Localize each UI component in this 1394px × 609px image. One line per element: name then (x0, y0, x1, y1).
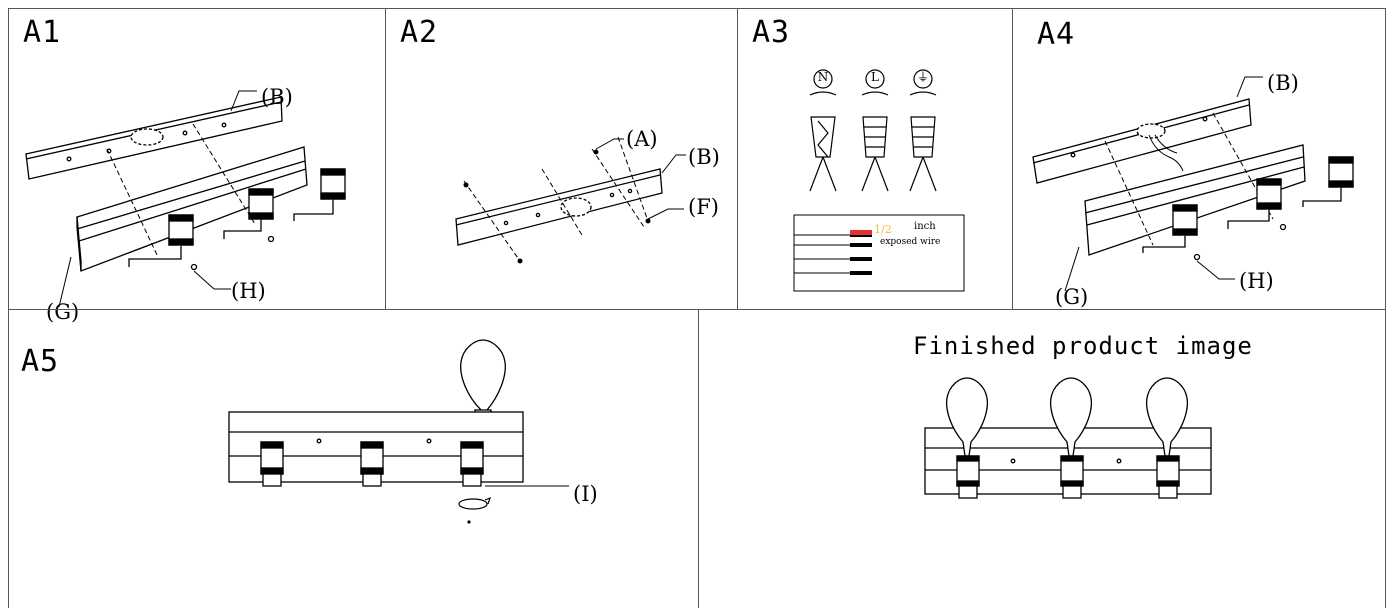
a2-mounting-plate (455, 168, 663, 246)
a1-label-h: (H) (231, 279, 266, 303)
a2-label-b: (B) (688, 145, 720, 169)
panel-a3: A3 (737, 8, 1013, 310)
a4-label-h: (H) (1239, 269, 1274, 293)
a4-diagram (1032, 76, 1354, 292)
finished-bulbs (945, 377, 1189, 457)
a4-sockets (1142, 156, 1354, 261)
a3-diagram (793, 69, 965, 292)
a2-leader-lines (595, 138, 686, 220)
a4-backplate (1084, 144, 1306, 256)
a1-label-b: (B) (261, 85, 293, 109)
a2-screws (463, 136, 651, 264)
a2-diagram (455, 136, 686, 264)
a5-diagram (228, 339, 569, 524)
a1-sockets (128, 168, 346, 271)
a3-symbol-l: L (871, 70, 879, 84)
a3-symbol-n: N (817, 70, 829, 84)
a1-leader-lines (58, 90, 257, 308)
a1-diagram (25, 90, 346, 308)
panel-a2: A2 (A) (B) (F) (385, 8, 738, 310)
panel-a5: A5 (8, 309, 699, 608)
a3-strip-gauge (793, 214, 965, 292)
panel-a4-title: A4 (1037, 17, 1076, 52)
panel-a1-title: A1 (23, 15, 62, 50)
panel-a5-title: A5 (21, 344, 60, 379)
a1-backplate (76, 146, 308, 272)
panel-a4: A4 (1012, 8, 1386, 310)
finished-title: Finished product image (913, 332, 1253, 360)
a2-label-f: (F) (688, 195, 719, 219)
a4-wires (1148, 134, 1184, 172)
a4-mounting-plate (1032, 98, 1252, 184)
a3-strip-value: 1/2 (874, 223, 892, 236)
panel-finished: Finished product image (698, 309, 1386, 608)
a5-rotate-arrow-icon (458, 496, 491, 524)
finished-diagram (924, 377, 1212, 499)
finished-sockets (956, 455, 1180, 499)
a4-leader-lines (1064, 76, 1263, 292)
panel-a3-title: A3 (752, 15, 791, 50)
a3-strip-unit: inch (914, 221, 936, 232)
panel-a2-title: A2 (400, 15, 439, 50)
a5-sockets (260, 441, 484, 487)
a4-label-b: (B) (1267, 71, 1299, 95)
a1-screw-lines (106, 123, 256, 260)
panel-a1: A1 (8, 8, 386, 310)
a5-label-i: (I) (573, 482, 598, 506)
a1-label-g: (G) (46, 300, 80, 324)
a3-strip-caption: exposed wire (880, 237, 941, 247)
a4-screw-lines (1104, 112, 1274, 246)
a2-label-a: (A) (626, 127, 658, 151)
a3-wire-nuts (809, 69, 937, 192)
a4-label-g: (G) (1055, 285, 1089, 309)
ground-icon: ⏚ (916, 70, 929, 84)
